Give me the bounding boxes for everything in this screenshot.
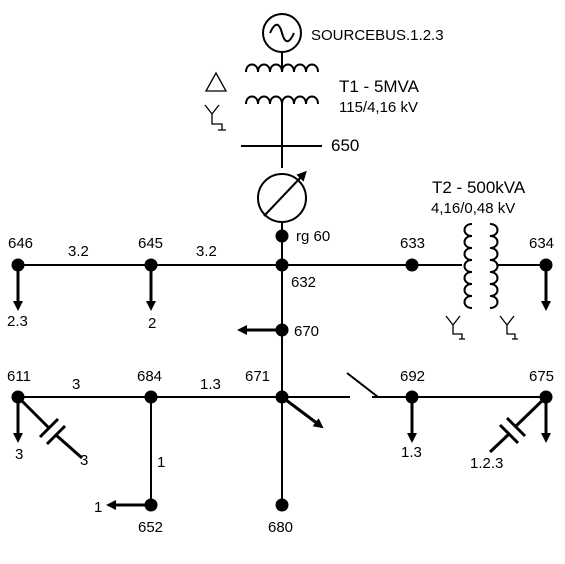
bus-632-node: [275, 258, 289, 272]
regulator-label: rg 60: [296, 228, 330, 245]
load-645-label: 2: [148, 315, 156, 332]
load-652-label: 1: [94, 499, 102, 516]
t2-primary-wye-grounded-icon: [445, 315, 465, 340]
t1-transformer-symbol: [245, 63, 319, 105]
bus-634-label: 634: [529, 235, 554, 252]
load-611-label: 3: [15, 446, 23, 463]
bus-680-node: [275, 498, 289, 512]
bus-670-label: 670: [294, 323, 319, 340]
bus-633-label: 633: [400, 235, 425, 252]
wye-grounded-icon: [204, 104, 226, 131]
bus-645-label: 645: [138, 235, 163, 252]
source-label: SOURCEBUS.1.2.3: [311, 27, 444, 44]
line-684-652-length: 1: [157, 454, 165, 471]
delta-winding-icon: [204, 71, 228, 92]
bus-680-label: 680: [268, 519, 293, 536]
capacitor-611-symbol: [16, 395, 83, 460]
bus-646-label: 646: [8, 235, 33, 252]
t2-transformer-symbol: [463, 223, 499, 309]
line-645-632-length: 3.2: [196, 243, 217, 260]
bus-632-label: 632: [291, 274, 316, 291]
t2-title: T2 - 500kVA: [432, 178, 526, 197]
t2-secondary-wye-grounded-icon: [499, 315, 518, 340]
t1-voltage: 115/4,16 kV: [339, 99, 418, 116]
bus-652-label: 652: [138, 519, 163, 536]
line-611-684-length: 3: [72, 376, 80, 393]
t1-title: T1 - 5MVA: [339, 77, 420, 96]
capacitor-611-label: 3: [80, 452, 88, 469]
line-684-671-length: 1.3: [200, 376, 221, 393]
bus-650-label: 650: [331, 136, 359, 155]
load-692-label: 1.3: [401, 444, 422, 461]
bus-675-label: 675: [529, 368, 554, 385]
bus-692-label: 692: [400, 368, 425, 385]
source-symbol: [262, 13, 302, 53]
bus-671-label: 671: [245, 368, 270, 385]
capacitor-675-symbol: [488, 395, 548, 454]
load-646-label: 2.3: [7, 313, 28, 330]
load-671-arrow: [281, 395, 324, 429]
line-646-645-length: 3.2: [68, 243, 89, 260]
regulator-symbol: [257, 170, 307, 223]
switch-671-692: [346, 372, 379, 398]
regulator-node: [275, 229, 289, 243]
bus-611-label: 611: [7, 368, 31, 385]
load-675-label: 1.2.3: [470, 455, 503, 472]
t2-voltage: 4,16/0,48 kV: [431, 200, 515, 217]
bus-684-label: 684: [137, 368, 162, 385]
bus-633-node: [405, 258, 419, 272]
